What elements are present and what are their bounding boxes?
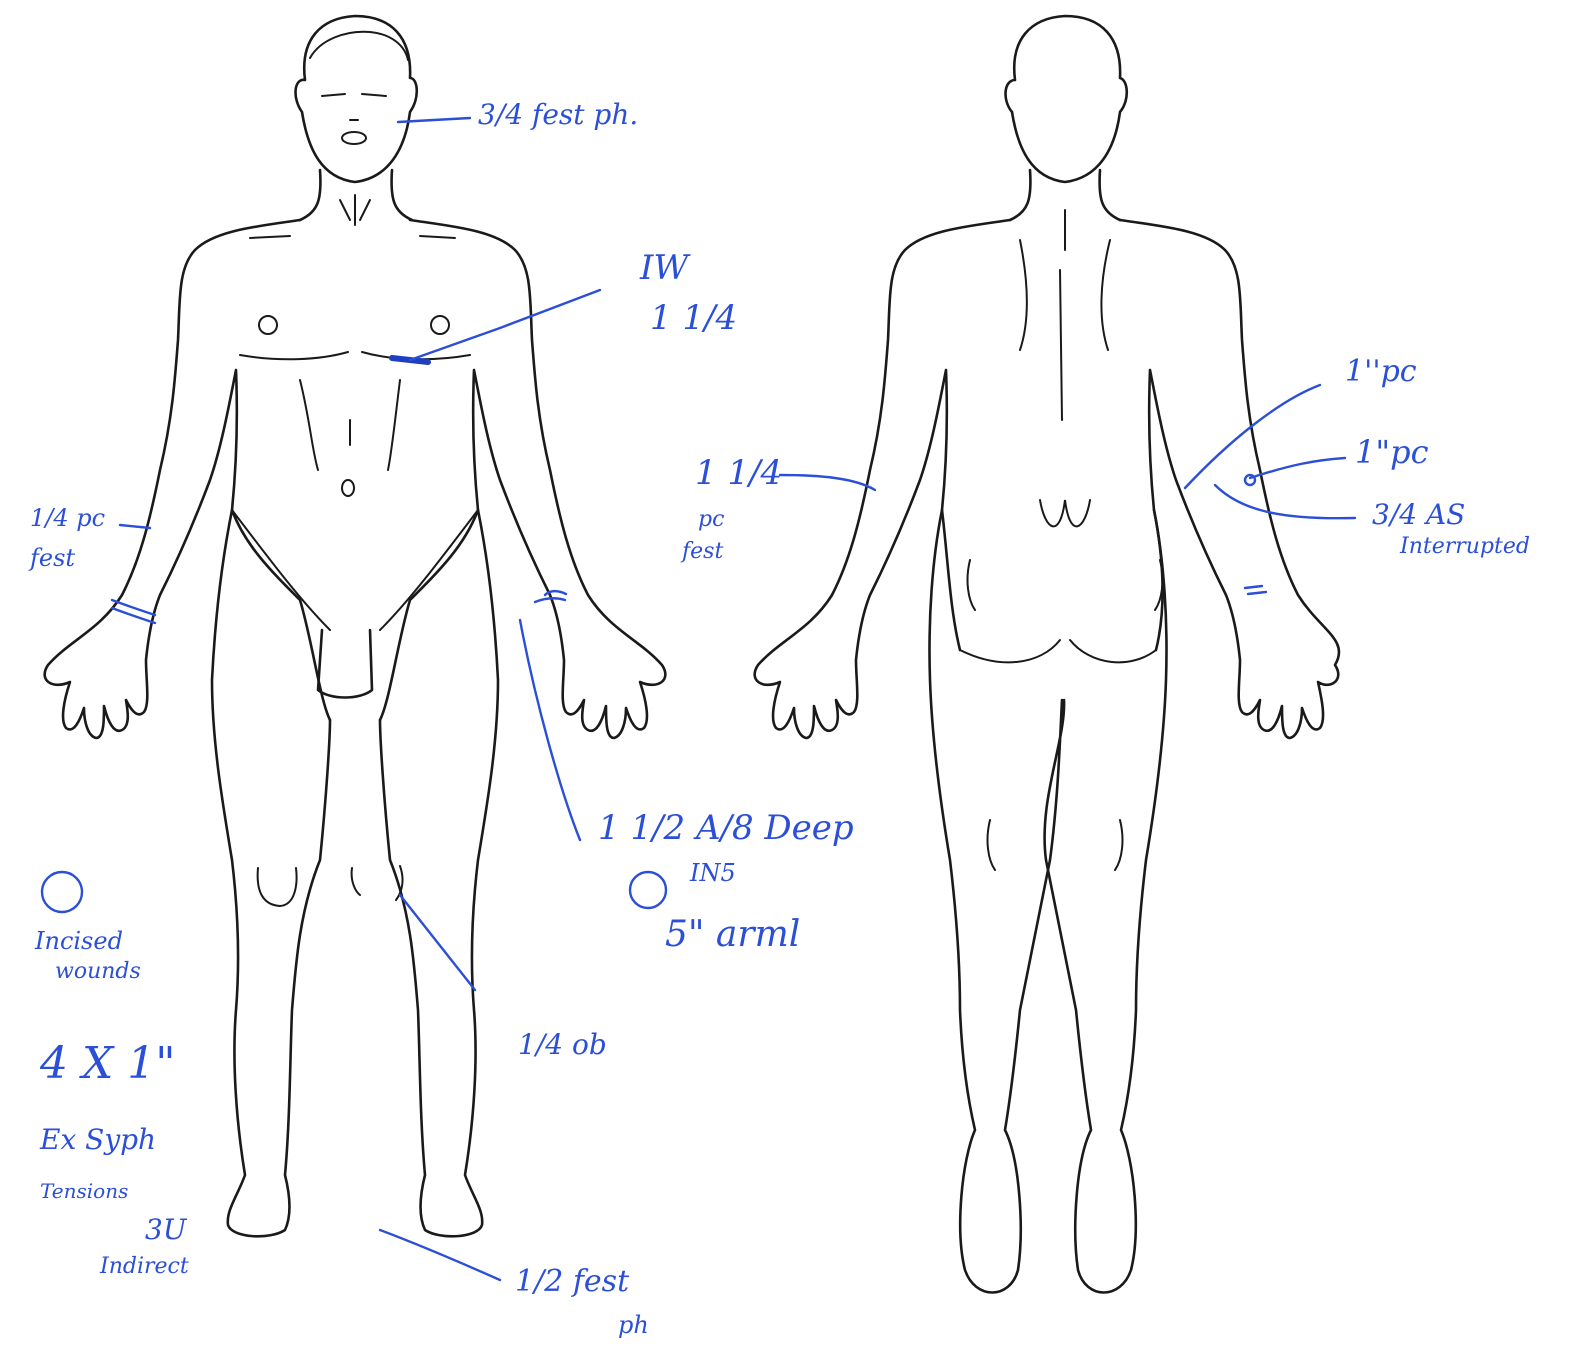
note-right-wrist-1: 1 1/2 A/8 Deep	[598, 810, 854, 847]
note-legend-7: Indirect	[100, 1255, 189, 1279]
back-right-pointer-3	[1215, 485, 1355, 518]
note-back-arm-3: fest	[682, 540, 723, 564]
front-head	[296, 16, 417, 182]
back-head	[1006, 16, 1127, 182]
note-back-arm-1: 1 1/4	[695, 455, 782, 492]
note-legend-6: 3U	[145, 1215, 186, 1246]
back-right-pointer-2	[1250, 458, 1345, 478]
back-legs	[930, 510, 1167, 1293]
chest-pointer-line	[410, 290, 600, 360]
back-right-wound-mark	[1245, 475, 1255, 485]
note-back-arm-2: pc	[698, 508, 724, 532]
front-torso-outline	[45, 220, 666, 738]
note-foot-2: ph	[618, 1312, 649, 1338]
note-legend-5: Tensions	[40, 1180, 128, 1202]
note-left-wrist-1: 1/4 pc	[30, 505, 105, 531]
note-knee: 1/4 ob	[518, 1030, 607, 1061]
right-wrist-pointer-line	[520, 620, 580, 840]
left-wrist-wound-marks	[112, 600, 155, 623]
legend-circle-mark	[42, 872, 82, 912]
note-legend-2: wounds	[55, 960, 141, 984]
right-wrist-circle-mark	[630, 872, 666, 908]
note-right-wrist-3: 5" arml	[665, 915, 800, 955]
foot-pointer-line	[380, 1230, 500, 1280]
note-back-right-2: 1"pc	[1355, 435, 1428, 470]
note-legend-3: 4 X 1"	[40, 1040, 176, 1088]
note-left-wrist-2: fest	[30, 545, 75, 571]
note-chest-1: IW	[640, 250, 688, 287]
note-right-wrist-2: IN5	[690, 860, 736, 886]
note-back-right-3: 3/4 AS	[1372, 500, 1465, 531]
front-legs	[212, 510, 498, 1236]
note-chest-2: 1 1/4	[650, 300, 737, 337]
note-face: 3/4 fest ph.	[478, 100, 638, 131]
note-back-right-4: Interrupted	[1400, 535, 1530, 559]
left-wrist-pointer-line	[120, 525, 150, 528]
back-right-forearm-marks	[1245, 586, 1266, 594]
note-legend-4: Ex Syph	[40, 1125, 156, 1156]
back-arm-pointer-line	[780, 475, 875, 490]
note-legend-1: Incised	[35, 928, 123, 954]
note-back-right-1: 1''pc	[1345, 355, 1417, 388]
ink-marks	[42, 118, 1355, 1280]
back-figure	[755, 16, 1339, 1293]
note-foot-1: 1/2 fest	[515, 1265, 629, 1298]
